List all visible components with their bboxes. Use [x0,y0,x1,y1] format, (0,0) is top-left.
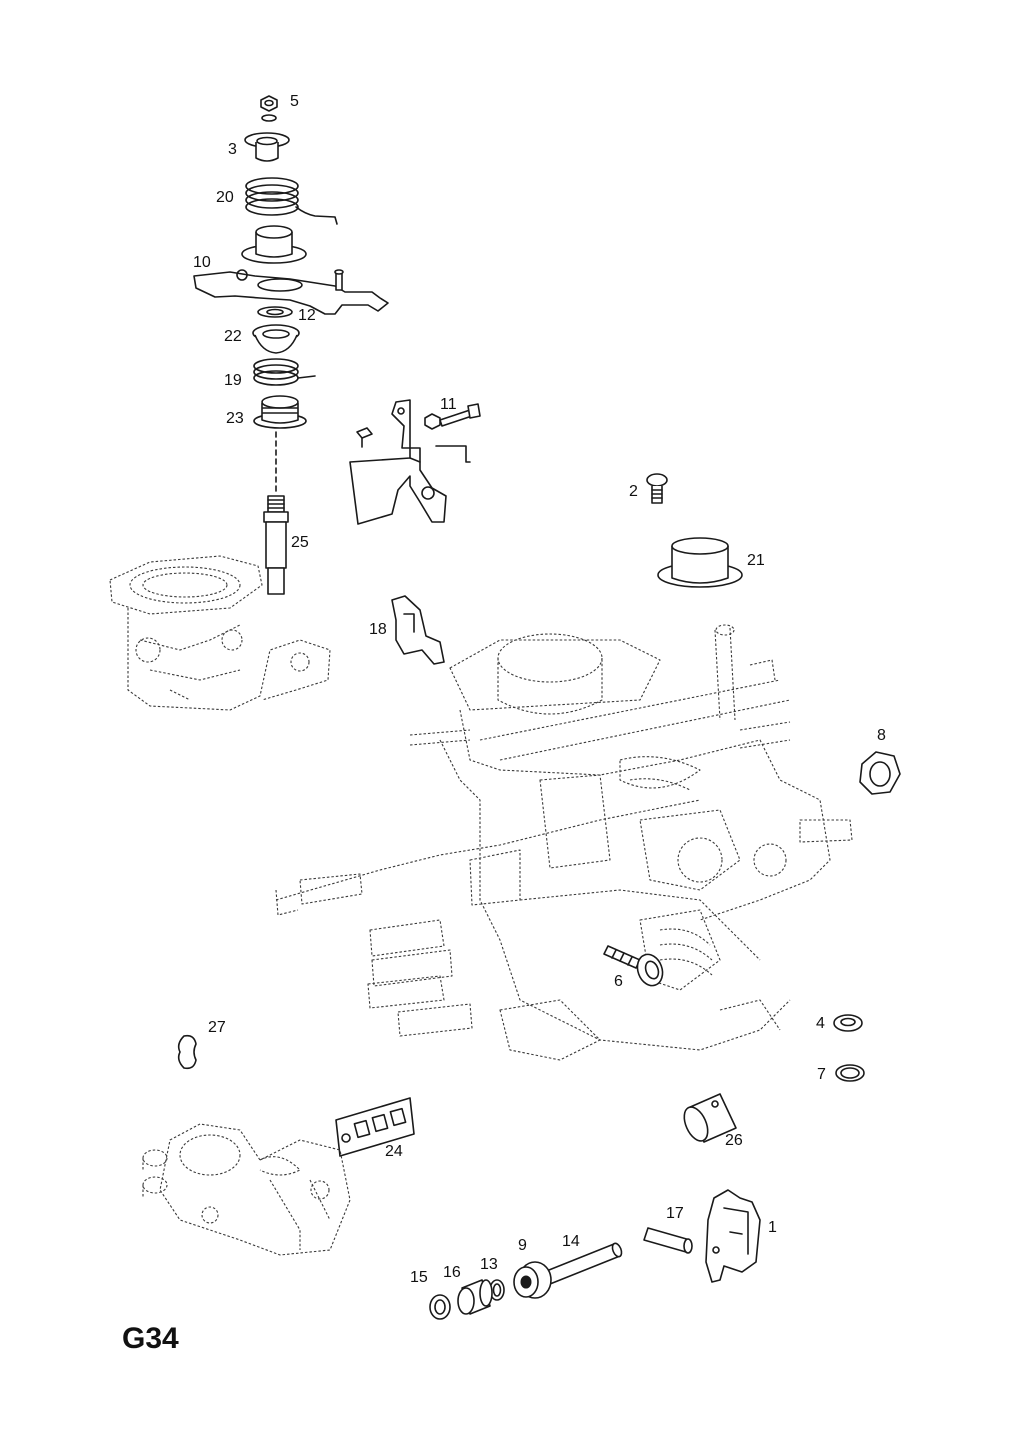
callout-10: 10 [193,254,211,271]
diagram-code: G34 [122,1322,179,1355]
callout-11: 11 [440,396,457,413]
part-2-screw [646,473,668,504]
part-26-plug [683,1093,737,1143]
part-14-rod [543,1242,623,1285]
callout-20: 20 [216,189,234,206]
callout-14: 14 [562,1233,580,1250]
part-6-screw [603,945,664,987]
callout-6: 6 [614,973,623,990]
part-bracket-assembly [349,399,471,525]
callout-27: 27 [208,1019,226,1036]
callout-9: 9 [518,1237,527,1254]
callout-24: 24 [385,1143,403,1160]
callout-15: 15 [410,1269,428,1286]
part-12-washer [257,306,293,318]
callout-26: 26 [725,1132,743,1149]
callout-21: 21 [747,552,765,569]
part-9-bushing [513,1261,552,1299]
part-23-bush [253,395,307,429]
callout-12: 12 [298,307,316,324]
callout-3: 3 [228,141,237,158]
part-25-shaft [263,495,289,595]
part-10-lever-plate [193,269,389,315]
callout-7: 7 [817,1066,826,1083]
part-19-spring [253,358,316,386]
part-7-ring [835,1064,865,1082]
callout-16: 16 [443,1264,461,1281]
callout-18: 18 [369,621,387,638]
part-17-pin [643,1227,693,1254]
ghost-carburettor-body [275,624,853,1061]
callout-1: 1 [768,1219,777,1236]
part-15-washer [429,1294,451,1320]
callout-8: 8 [877,727,886,744]
callout-2: 2 [629,483,638,500]
callout-22: 22 [224,328,242,345]
callout-17: 17 [666,1205,684,1222]
callout-4: 4 [816,1015,825,1032]
part-4-washer [833,1014,863,1032]
callout-19: 19 [224,372,242,389]
part-11-screw [439,403,481,427]
part-20-spring [245,177,338,225]
part-21-bushing [657,537,743,588]
ghost-lower-housing [142,1123,351,1256]
callout-13: 13 [480,1256,498,1273]
callout-23: 23 [226,410,244,427]
part-3-bushing [244,132,290,162]
part-22-cup [252,324,300,354]
part-sleeve [241,225,307,264]
callout-5: 5 [290,93,299,110]
part-27-clip [177,1034,197,1070]
callout-25: 25 [291,534,309,551]
part-24-gasket [335,1097,415,1157]
part-8-nut [859,751,901,795]
part-16-bush [457,1279,493,1315]
part-5-nut [260,95,278,122]
ghost-carburettor-top [109,555,331,711]
part-1-bracket [705,1189,761,1283]
part-18-clip [391,595,445,665]
